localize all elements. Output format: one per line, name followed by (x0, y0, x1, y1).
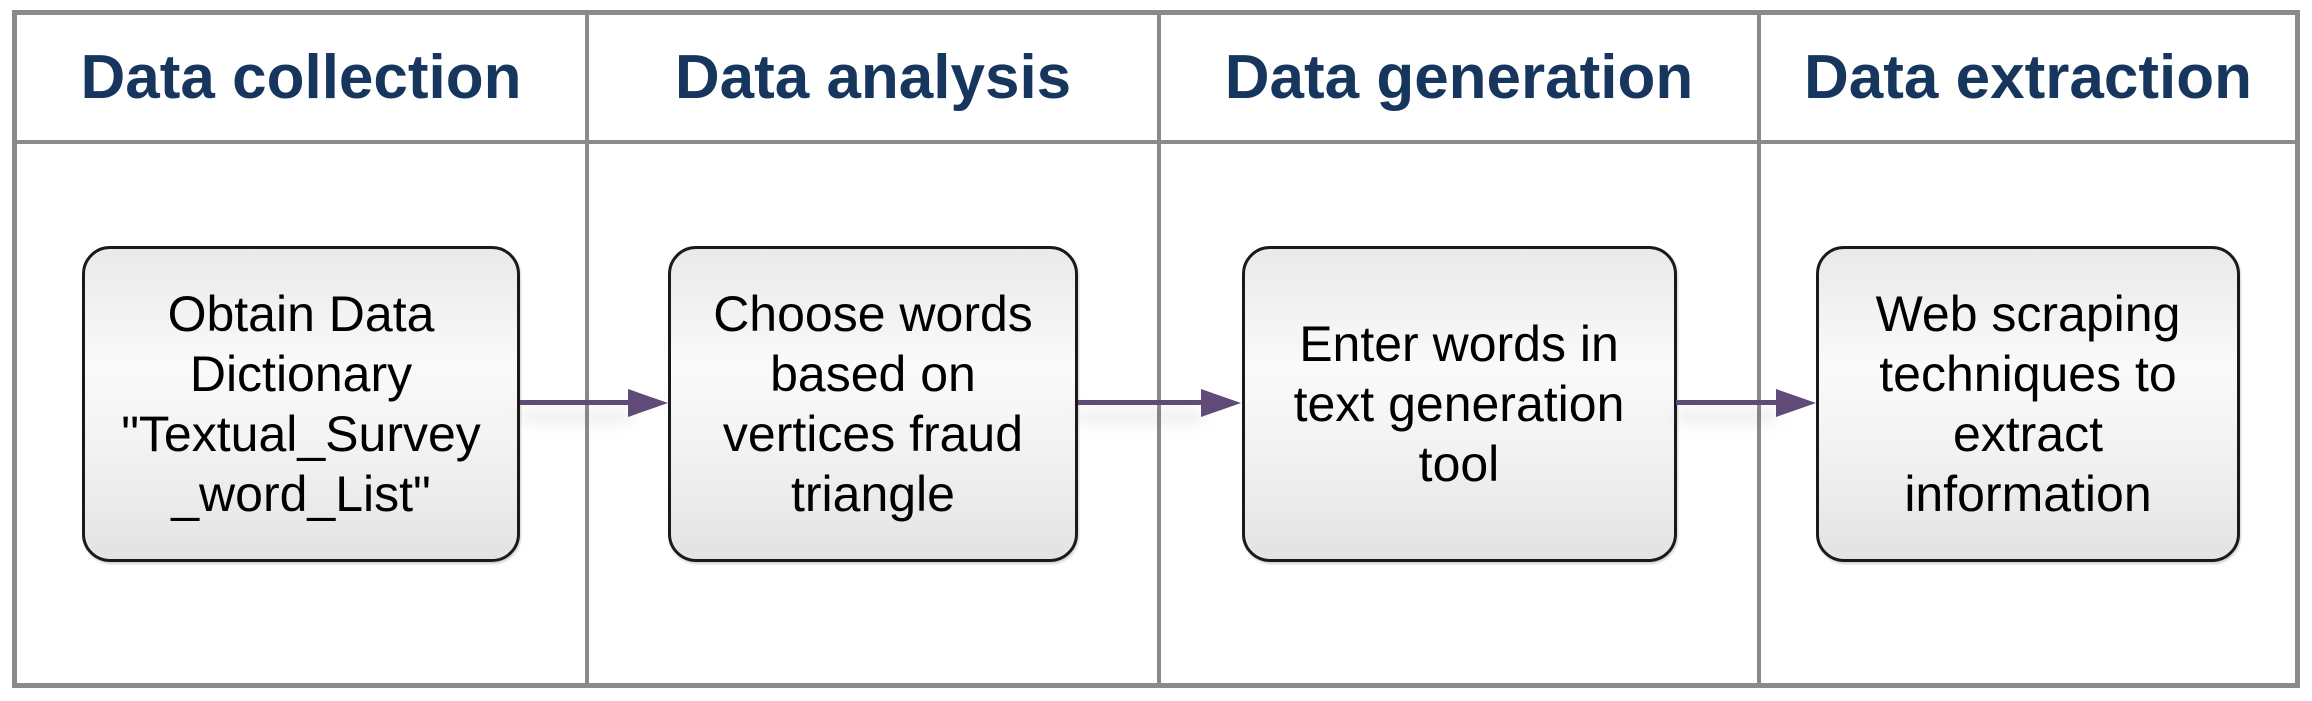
arrow-head (1201, 389, 1241, 417)
arrow-head (1776, 389, 1816, 417)
process-box-label: Obtain Data Dictionary "Textual_Survey _… (121, 286, 481, 522)
column-body-data-analysis: Choose words based on vertices fraud tri… (589, 144, 1161, 683)
process-box-choose-words: Choose words based on vertices fraud tri… (668, 246, 1078, 562)
column-body-data-collection: Obtain Data Dictionary "Textual_Survey _… (17, 144, 589, 683)
column-header-label: Data extraction (1804, 43, 2252, 112)
column-body-data-extraction: Web scraping techniques to extract infor… (1761, 144, 2295, 683)
process-box-label: Web scraping techniques to extract infor… (1875, 286, 2181, 522)
process-box-label: Choose words based on vertices fraud tri… (713, 286, 1033, 522)
process-box-label: Enter words in text generation tool (1293, 316, 1625, 492)
column-header-data-extraction: Data extraction (1761, 15, 2295, 144)
diagram-grid: Data collection Data analysis Data gener… (12, 10, 2300, 688)
arrow-shaft (520, 400, 630, 405)
column-header-label: Data generation (1224, 43, 1694, 112)
arrow-head (628, 389, 668, 417)
process-box-enter-words: Enter words in text generation tool (1241, 246, 1677, 562)
column-header-label: Data analysis (674, 43, 1072, 112)
column-header-data-generation: Data generation (1161, 15, 1761, 144)
arrow-shaft (1078, 400, 1203, 405)
column-body-data-generation: Enter words in text generation tool (1161, 144, 1761, 683)
process-box-web-scraping: Web scraping techniques to extract infor… (1816, 246, 2240, 562)
column-header-data-collection: Data collection (17, 15, 589, 144)
arrow-shaft (1676, 400, 1778, 405)
column-header-data-analysis: Data analysis (589, 15, 1161, 144)
column-header-label: Data collection (80, 43, 522, 112)
process-box-obtain-dictionary: Obtain Data Dictionary "Textual_Survey _… (82, 246, 520, 562)
